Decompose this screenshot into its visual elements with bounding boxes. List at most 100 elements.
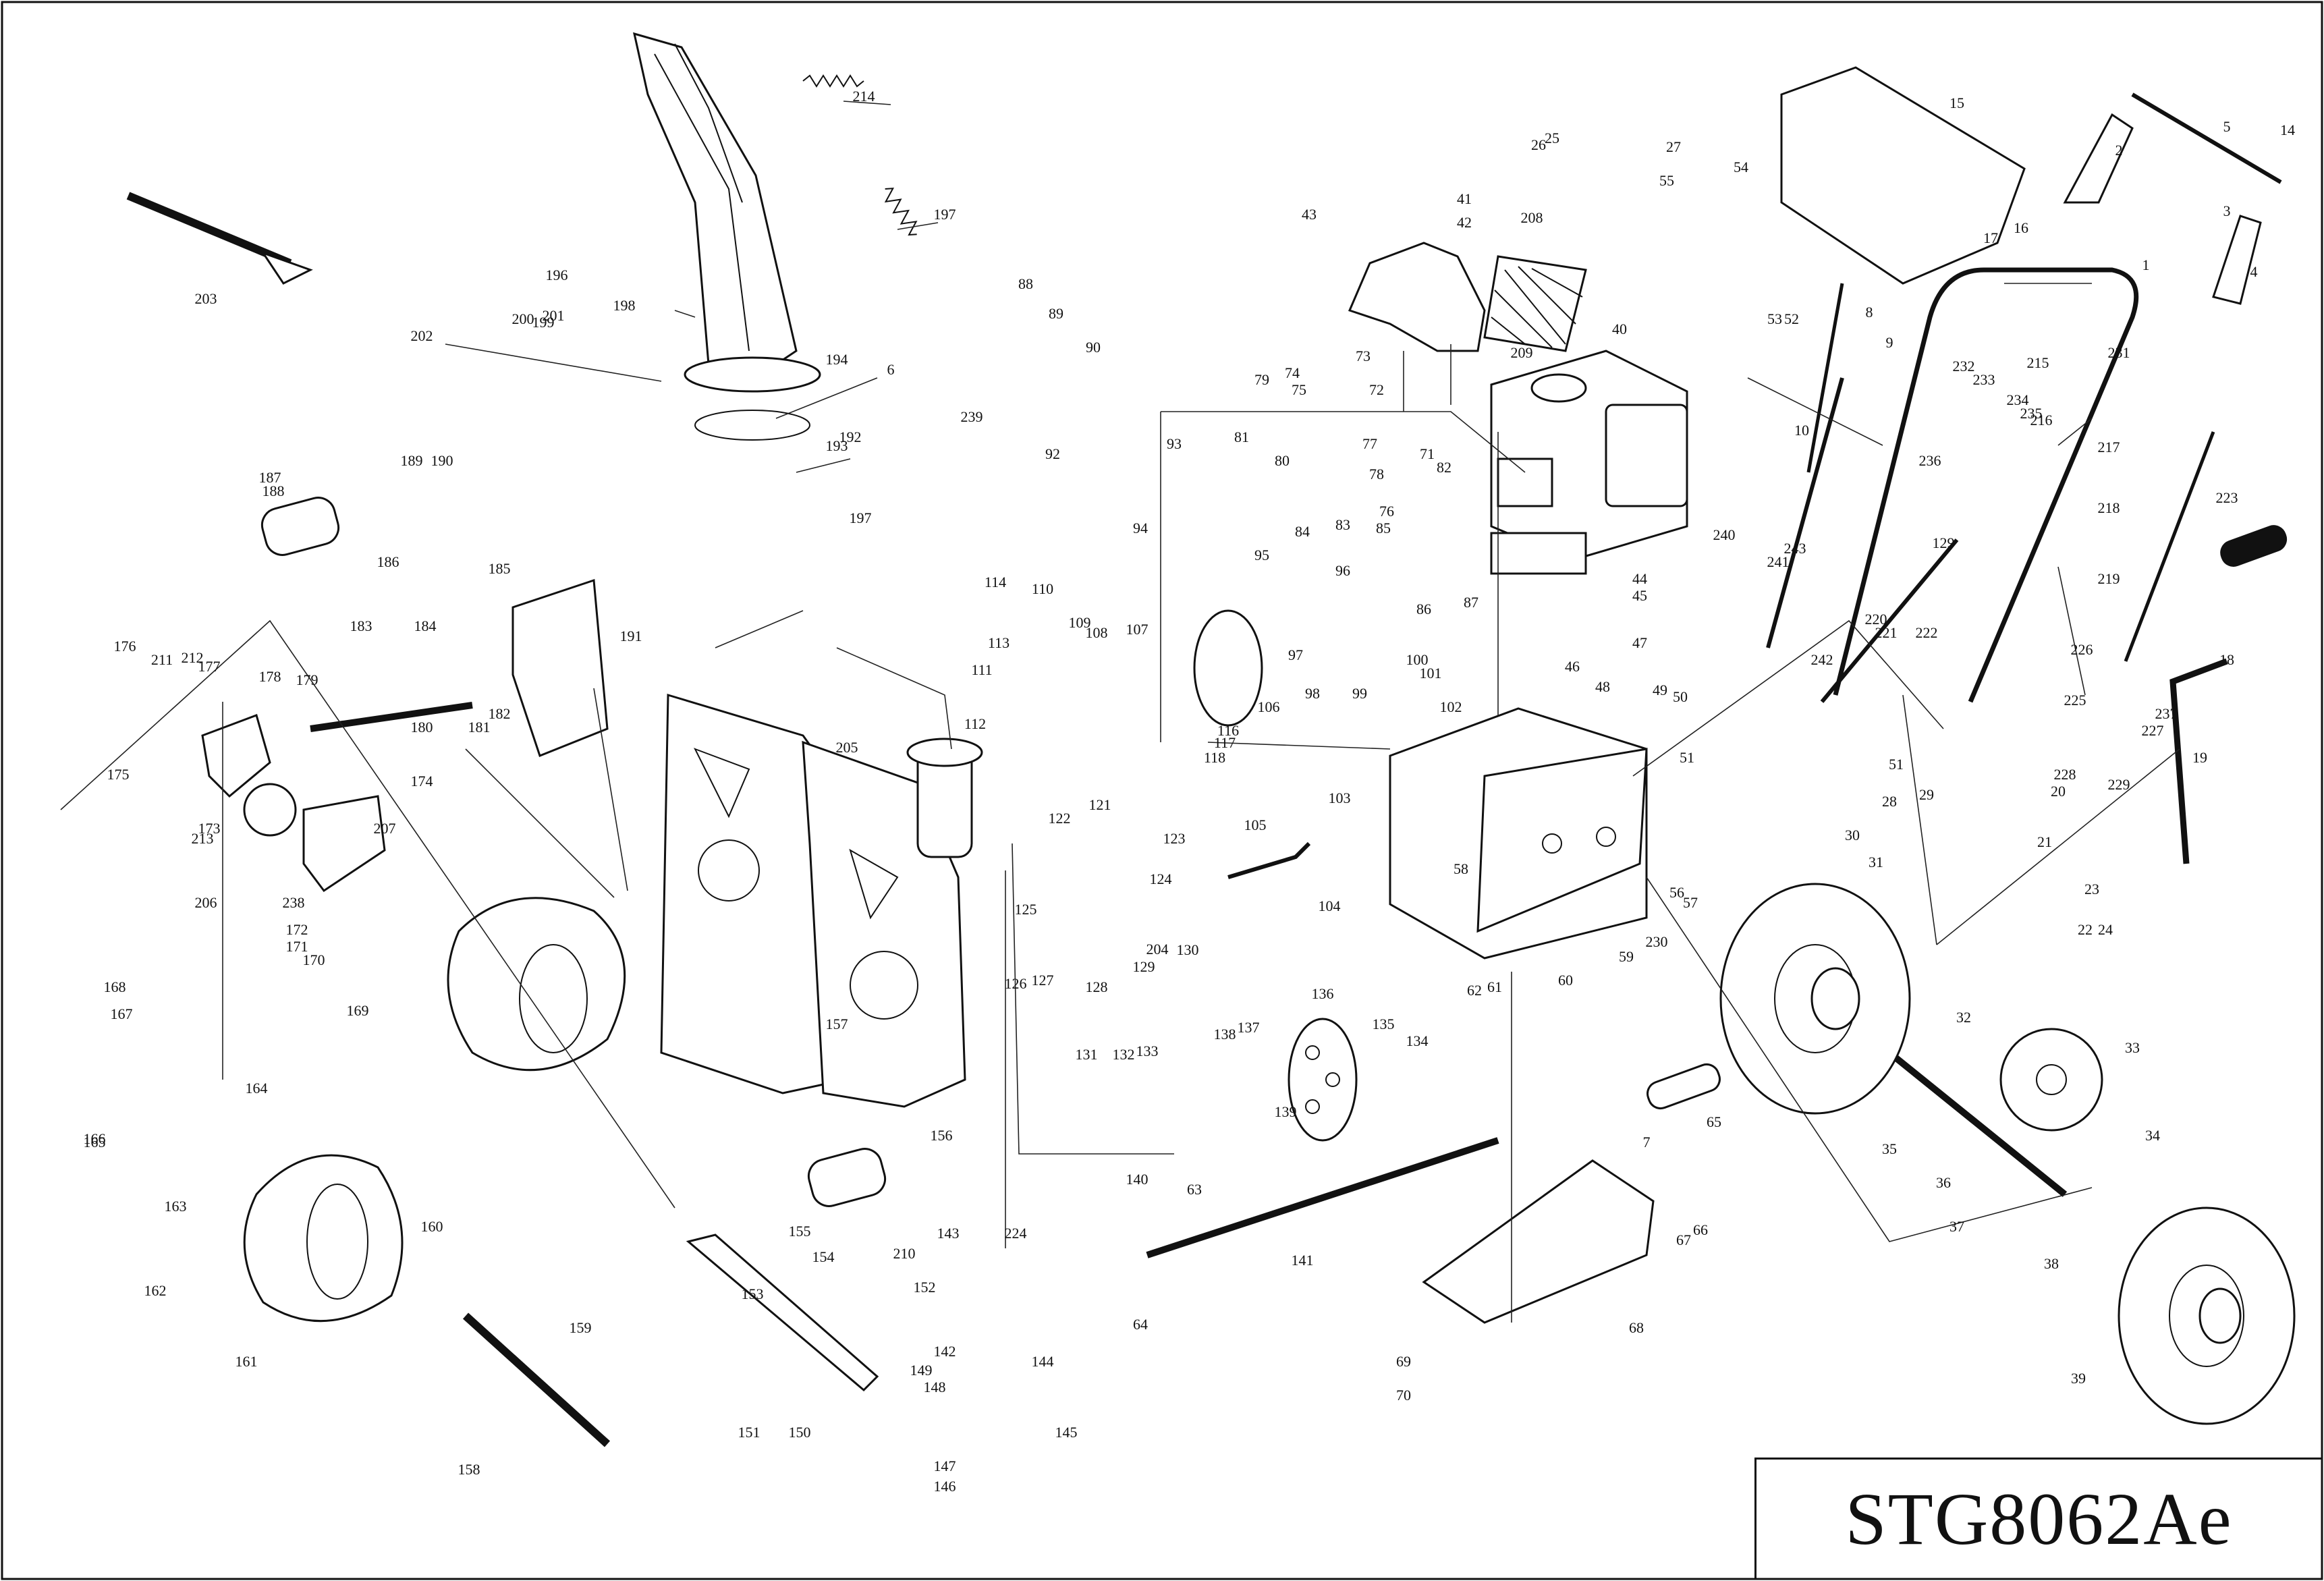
callout-203: 203 xyxy=(195,290,217,307)
callout-118: 118 xyxy=(1204,749,1225,766)
callout-105: 105 xyxy=(1244,816,1267,833)
callout-48: 48 xyxy=(1595,678,1610,695)
callout-52: 52 xyxy=(1784,310,1799,327)
callout-199: 199 xyxy=(532,314,555,331)
callout-152: 152 xyxy=(914,1279,936,1296)
callout-51: 51 xyxy=(1889,756,1904,773)
callout-97: 97 xyxy=(1288,646,1303,663)
callout-77: 77 xyxy=(1362,435,1377,452)
callout-164: 164 xyxy=(246,1080,268,1097)
chute-crank xyxy=(126,192,292,267)
callout-137: 137 xyxy=(1238,1019,1260,1036)
callout-165: 165 xyxy=(84,1134,106,1150)
callout-17: 17 xyxy=(1983,229,1998,246)
callout-95: 95 xyxy=(1254,547,1269,563)
callout-8: 8 xyxy=(1866,304,1873,321)
shift-linkage xyxy=(1227,841,1311,879)
chute-springs xyxy=(802,74,918,236)
callout-45: 45 xyxy=(1632,587,1647,604)
skid-shoe-lower xyxy=(807,1148,887,1207)
callout-193: 193 xyxy=(826,437,848,454)
callout-183: 183 xyxy=(350,617,372,634)
callout-129: 129 xyxy=(1933,534,1955,551)
callout-5: 5 xyxy=(2223,118,2231,135)
skid-shoe-upper xyxy=(260,497,340,556)
callout-2: 2 xyxy=(2115,142,2123,159)
callout-69: 69 xyxy=(1396,1353,1411,1370)
callout-227: 227 xyxy=(2142,722,2164,739)
callout-47: 47 xyxy=(1632,634,1647,651)
callout-127: 127 xyxy=(1032,972,1054,989)
callout-55: 55 xyxy=(1659,172,1674,189)
callout-232: 232 xyxy=(1953,358,1975,375)
parts-layer xyxy=(126,32,2296,1447)
callout-198: 198 xyxy=(613,297,636,314)
callout-204: 204 xyxy=(1146,941,1169,958)
callout-6: 6 xyxy=(887,361,895,378)
gear-housing-177 xyxy=(201,714,271,798)
discharge-chute xyxy=(632,32,821,441)
control-rod-5 xyxy=(2131,92,2282,184)
callout-237: 237 xyxy=(2155,705,2178,722)
callout-39: 39 xyxy=(2071,1370,2086,1387)
axle-gear xyxy=(1999,1028,2103,1132)
callout-49: 49 xyxy=(1653,682,1667,698)
callout-27: 27 xyxy=(1666,138,1681,155)
callout-144: 144 xyxy=(1032,1353,1054,1370)
control-rod xyxy=(2169,658,2228,864)
callout-177: 177 xyxy=(198,658,221,675)
callout-54: 54 xyxy=(1734,159,1748,175)
callout-78: 78 xyxy=(1369,466,1384,482)
callout-184: 184 xyxy=(414,617,437,634)
callout-16: 16 xyxy=(2014,219,2028,236)
callout-213: 213 xyxy=(192,830,214,847)
callout-108: 108 xyxy=(1086,624,1108,641)
callout-151: 151 xyxy=(738,1424,760,1441)
handle-grip-65 xyxy=(1647,1063,1721,1110)
callout-84: 84 xyxy=(1295,523,1310,540)
callout-169: 169 xyxy=(347,1002,369,1019)
callout-217: 217 xyxy=(2098,439,2120,455)
callout-85: 85 xyxy=(1376,520,1391,536)
callout-236: 236 xyxy=(1919,452,1941,469)
callout-228: 228 xyxy=(2054,766,2076,783)
callout-188: 188 xyxy=(262,482,285,499)
callout-154: 154 xyxy=(812,1248,835,1265)
callout-225: 225 xyxy=(2064,692,2086,709)
callout-51: 51 xyxy=(1680,749,1694,766)
callout-226: 226 xyxy=(2071,641,2093,658)
callout-70: 70 xyxy=(1396,1387,1411,1404)
handle-grip-223 xyxy=(2220,525,2288,567)
callout-23: 23 xyxy=(2084,881,2099,897)
callout-34: 34 xyxy=(2145,1127,2160,1144)
worm-gear xyxy=(243,783,297,837)
callout-80: 80 xyxy=(1275,452,1290,469)
callout-196: 196 xyxy=(546,267,568,283)
callout-9: 9 xyxy=(1886,334,1893,351)
callout-146: 146 xyxy=(934,1478,956,1495)
cable-10 xyxy=(1806,283,1844,473)
callout-10: 10 xyxy=(1794,422,1809,439)
callout-155: 155 xyxy=(789,1223,811,1240)
callout-76: 76 xyxy=(1379,503,1394,520)
callout-243: 243 xyxy=(1784,540,1806,557)
callout-57: 57 xyxy=(1683,894,1698,911)
callout-26: 26 xyxy=(1531,136,1546,153)
callout-230: 230 xyxy=(1646,933,1668,950)
callout-112: 112 xyxy=(964,715,986,732)
callout-142: 142 xyxy=(934,1343,956,1360)
shear-shaft-179 xyxy=(310,702,473,732)
callout-29: 29 xyxy=(1919,786,1934,803)
callout-94: 94 xyxy=(1133,520,1148,536)
callout-163: 163 xyxy=(165,1198,187,1215)
callout-148: 148 xyxy=(924,1379,946,1395)
callout-223: 223 xyxy=(2216,489,2238,506)
callout-176: 176 xyxy=(114,638,136,655)
callout-210: 210 xyxy=(893,1245,916,1262)
callout-139: 139 xyxy=(1275,1103,1297,1120)
callout-38: 38 xyxy=(2044,1255,2059,1272)
callout-83: 83 xyxy=(1335,516,1350,533)
callout-143: 143 xyxy=(937,1225,960,1242)
callout-157: 157 xyxy=(826,1016,848,1032)
